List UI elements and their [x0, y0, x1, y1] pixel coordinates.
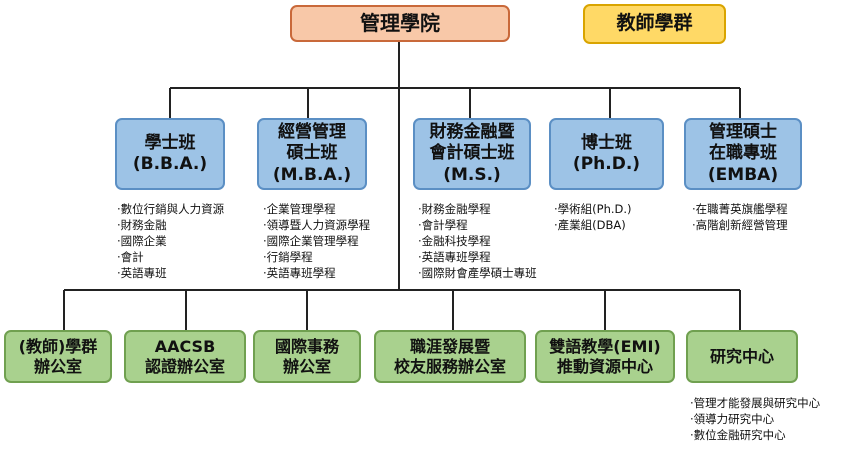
list-item: ‧高階創新經營管理 [692, 218, 788, 232]
office-career-box: 職涯發展暨 校友服務辦公室 [374, 330, 526, 383]
office-title-2: 辦公室 [282, 356, 331, 376]
program-emba-box: 管理碩士 在職專班 (EMBA) [684, 118, 802, 190]
program-title: 學士班 [144, 132, 196, 153]
list-item: ‧會計學程 [418, 218, 468, 232]
program-code: (B.B.A.) [132, 154, 208, 174]
list-item: ‧財務金融學程 [418, 202, 491, 216]
office-emi-box: 雙語教學(EMI) 推動資源中心 [535, 330, 675, 383]
office-international-box: 國際事務 辦公室 [253, 330, 361, 383]
list-item: ‧數位金融研究中心 [690, 428, 786, 442]
list-item: ‧行銷學程 [263, 250, 313, 264]
list-item: ‧產業組(DBA) [554, 218, 626, 232]
office-title-2: 推動資源中心 [556, 356, 653, 376]
list-item: ‧領導力研究中心 [690, 412, 775, 426]
faculty-group-box: 教師學群 [583, 4, 726, 44]
program-code: (M.S.) [443, 164, 501, 185]
program-bba-items: ‧數位行銷與人力資源 ‧財務金融 ‧國際企業 ‧會計 ‧英語專班 [117, 201, 224, 281]
program-mba-items: ‧企業管理學程 ‧領導暨人力資源學程 ‧國際企業管理學程 ‧行銷學程 ‧英語專班… [263, 201, 370, 281]
office-title-2: 辦公室 [33, 356, 82, 376]
office-title: 國際事務 [274, 336, 339, 356]
college-title: 管理學院 [360, 11, 440, 35]
list-item: ‧英語專班學程 [418, 250, 491, 264]
faculty-group-title: 教師學群 [616, 12, 693, 35]
program-title: 管理碩士 [709, 122, 777, 143]
office-faculty-group-box: (教師)學群 辦公室 [4, 330, 112, 383]
program-code: (EMBA) [707, 164, 779, 185]
list-item: ‧國際企業管理學程 [263, 234, 359, 248]
list-item: ‧管理才能發展與研究中心 [690, 396, 821, 410]
program-code: (M.B.A.) [272, 164, 352, 185]
college-title-box: 管理學院 [290, 5, 510, 42]
program-emba-items: ‧在職菁英旗艦學程 ‧高階創新經營管理 [692, 201, 788, 233]
program-phd-box: 博士班 (Ph.D.) [549, 118, 664, 190]
list-item: ‧財務金融 [117, 218, 167, 232]
office-title: AACSB [154, 336, 216, 356]
program-code: (Ph.D.) [572, 154, 641, 174]
program-mba-box: 經營管理 碩士班 (M.B.A.) [257, 118, 367, 190]
office-title-2: 認證辦公室 [144, 356, 225, 376]
list-item: ‧國際企業 [117, 234, 167, 248]
office-title-2: 校友服務辦公室 [393, 356, 506, 376]
office-title: 職涯發展暨 [409, 336, 490, 356]
list-item: ‧國際財會產學碩士專班 [418, 266, 537, 280]
list-item: ‧學術組(Ph.D.) [554, 202, 632, 216]
office-title: 雙語教學(EMI) [549, 336, 661, 356]
program-title-2: 在職專班 [709, 143, 777, 164]
list-item: ‧英語專班 [117, 266, 167, 280]
list-item: ‧會計 [117, 250, 144, 264]
program-ms-items: ‧財務金融學程 ‧會計學程 ‧金融科技學程 ‧英語專班學程 ‧國際財會產學碩士專… [418, 201, 537, 281]
list-item: ‧企業管理學程 [263, 202, 336, 216]
list-item: ‧金融科技學程 [418, 234, 491, 248]
program-bba-box: 學士班 (B.B.A.) [115, 118, 225, 190]
list-item: ‧在職菁英旗艦學程 [692, 202, 788, 216]
program-title: 博士班 [581, 132, 632, 153]
research-center-items: ‧管理才能發展與研究中心 ‧領導力研究中心 ‧數位金融研究中心 [690, 395, 820, 443]
program-ms-box: 財務金融暨 會計碩士班 (M.S.) [413, 118, 531, 190]
office-research-box: 研究中心 [686, 330, 798, 383]
program-title: 財務金融暨 [429, 122, 515, 143]
office-title: (教師)學群 [18, 336, 98, 356]
list-item: ‧數位行銷與人力資源 [117, 202, 225, 216]
program-phd-items: ‧學術組(Ph.D.) ‧產業組(DBA) [554, 201, 632, 233]
office-title: 研究中心 [709, 346, 774, 366]
program-title: 經營管理 [278, 122, 346, 143]
office-aacsb-box: AACSB 認證辦公室 [124, 330, 246, 383]
list-item: ‧領導暨人力資源學程 [263, 218, 371, 232]
program-title-2: 會計碩士班 [429, 143, 515, 164]
list-item: ‧英語專班學程 [263, 266, 336, 280]
program-title-2: 碩士班 [286, 143, 338, 164]
